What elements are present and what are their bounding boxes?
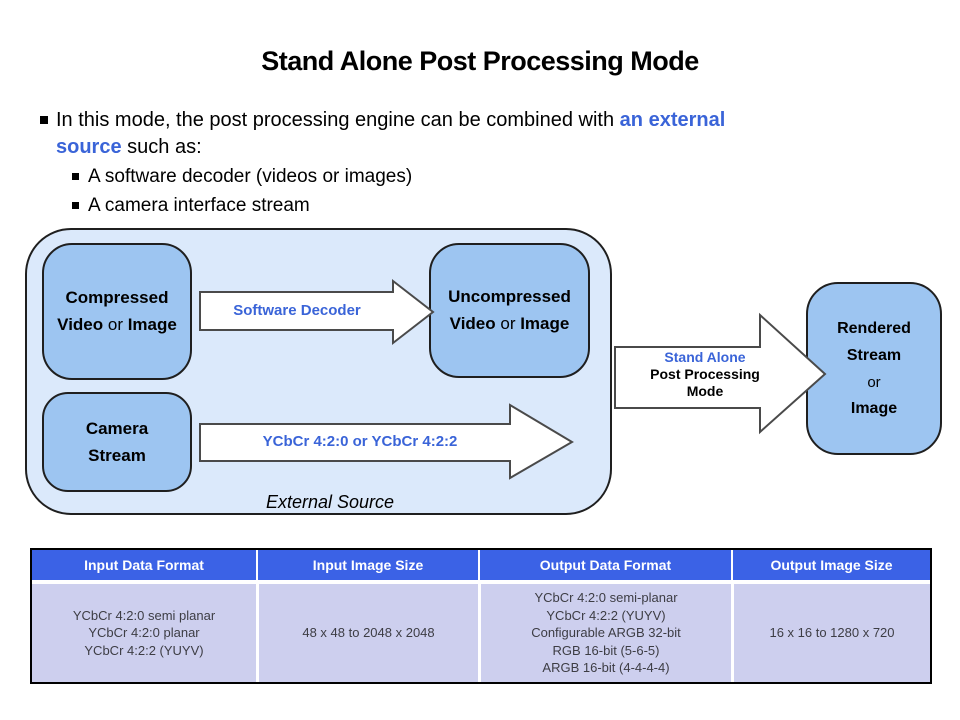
- header-input-image-size: Input Image Size: [256, 550, 478, 580]
- camera-stream-box: Camera Stream: [42, 392, 192, 492]
- standalone-mode-label: Stand Alone Post Processing Mode: [625, 349, 785, 400]
- input-format-line: YCbCr 4:2:0 planar: [88, 625, 200, 641]
- intro-line-2: source such as:: [56, 134, 202, 160]
- rendered-box-line2: Stream: [846, 346, 902, 364]
- bullet-square-icon: [40, 116, 48, 124]
- uncompressed-video-word: Video: [449, 314, 496, 333]
- sub-bullet-2: A camera interface stream: [88, 195, 310, 216]
- bullet-square-icon: [72, 202, 79, 209]
- output-format-line: YCbCr 4:2:0 semi-planar: [534, 590, 678, 606]
- standalone-label-line3: Mode: [686, 383, 724, 399]
- compressed-image-word: Image: [127, 315, 177, 334]
- page-title: Stand Alone Post Processing Mode: [261, 46, 699, 76]
- sub-bullet-1: A software decoder (videos or images): [88, 166, 413, 187]
- bullet-square-icon: [72, 173, 79, 180]
- rendered-box-line1: Rendered: [837, 319, 911, 337]
- uncompressed-box-line1: Uncompressed: [448, 287, 571, 306]
- cell-input-image-size: 48 x 48 to 2048 x 2048: [256, 584, 478, 682]
- software-decoder-label: Software Decoder: [233, 302, 361, 319]
- compressed-box-line1: Compressed: [65, 288, 169, 307]
- camera-box-line2: Stream: [88, 445, 146, 465]
- output-format-line: ARGB 16-bit (4-4-4-4): [542, 660, 670, 676]
- header-output-image-size: Output Image Size: [731, 550, 930, 580]
- input-format-line: YCbCr 4:2:0 semi planar: [72, 607, 216, 623]
- compressed-or-word: or: [103, 315, 128, 334]
- uncompressed-video-box: Uncompressed Video or Image: [429, 243, 590, 378]
- ycbcr-format-label: YCbCr 4:2:0 or YCbCr 4:2:2: [262, 433, 458, 450]
- external-source-label: External Source: [265, 492, 395, 512]
- header-output-data-format: Output Data Format: [478, 550, 731, 580]
- cell-input-data-format: YCbCr 4:2:0 semi planar YCbCr 4:2:0 plan…: [32, 584, 256, 682]
- compressed-video-box: Compressed Video or Image: [42, 243, 192, 380]
- output-format-line: YCbCr 4:2:2 (YUYV): [546, 607, 666, 623]
- compressed-box-line2: Video or Image: [57, 315, 177, 335]
- output-format-line: RGB 16-bit (5-6-5): [552, 642, 660, 658]
- camera-box-line1: Camera: [85, 418, 149, 438]
- input-format-line: YCbCr 4:2:2 (YUYV): [84, 642, 204, 658]
- intro-line-1-black: In this mode, the post processing engine…: [56, 109, 620, 131]
- intro-line-1: In this mode, the post processing engine…: [56, 107, 725, 133]
- rendered-box-line3: or: [867, 373, 881, 391]
- compressed-video-word: Video: [57, 315, 104, 334]
- standalone-label-line2: Post Processing: [650, 366, 760, 382]
- uncompressed-or-word: or: [495, 314, 521, 333]
- cell-output-data-format: YCbCr 4:2:0 semi-planar YCbCr 4:2:2 (YUY…: [478, 584, 731, 682]
- rendered-box-line4: Image: [850, 399, 898, 417]
- output-format-line: Configurable ARGB 32-bit: [531, 625, 681, 641]
- intro-line-2-blue: source: [56, 136, 122, 158]
- input-size-line: 48 x 48 to 2048 x 2048: [302, 625, 435, 641]
- output-size-line: 16 x 16 to 1280 x 720: [769, 625, 895, 641]
- standalone-label-line1: Stand Alone: [664, 349, 746, 365]
- intro-line-1-blue: an external: [619, 109, 726, 131]
- format-table-body-row: YCbCr 4:2:0 semi planar YCbCr 4:2:0 plan…: [32, 584, 930, 682]
- header-input-data-format: Input Data Format: [84, 557, 204, 573]
- format-table: Input Data Format Input Image Size Outpu…: [30, 548, 932, 684]
- format-table-header-row: Input Data Format Input Image Size Outpu…: [32, 550, 930, 580]
- uncompressed-box-line2: Video or Image: [450, 314, 570, 334]
- table-header-gap: [32, 580, 930, 584]
- intro-line-2-black: such as:: [121, 136, 202, 158]
- rendered-stream-box: Rendered Stream or Image: [806, 282, 942, 455]
- uncompressed-image-word: Image: [520, 314, 570, 333]
- cell-output-image-size: 16 x 16 to 1280 x 720: [731, 584, 930, 682]
